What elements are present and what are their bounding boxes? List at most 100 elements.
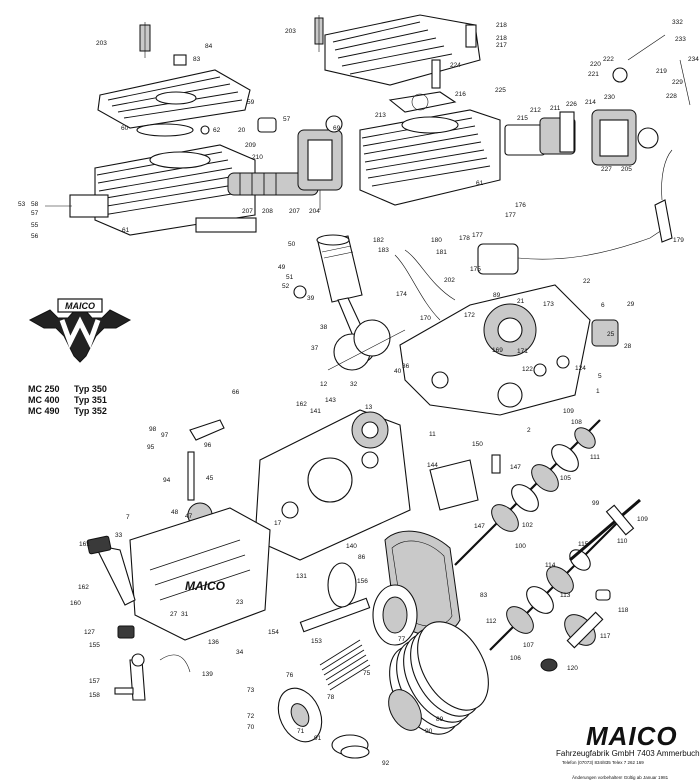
validity-footnote: Änderungen vorbehalten! Gültig ab Januar… [572, 774, 669, 780]
part-number-label: 92 [382, 760, 390, 767]
reed-valve-assembly [504, 111, 576, 156]
part-number-label: 21 [517, 298, 525, 305]
gearbox-cover-plate [429, 454, 501, 511]
part-number-label: 160 [70, 600, 81, 607]
part-number-label: 20 [238, 127, 246, 134]
part-number-label: 111 [590, 454, 600, 461]
part-number-label: 57 [31, 210, 39, 217]
part-number-label: 90 [425, 728, 433, 735]
part-number-label: 150 [472, 441, 483, 448]
part-number-label: 229 [672, 79, 683, 86]
part-number-label: 76 [286, 672, 294, 679]
spark-plug-left [139, 22, 187, 66]
part-number-label: 70 [247, 724, 255, 731]
part-number-label: 211 [550, 105, 561, 112]
gearbox-main-shaft [454, 419, 601, 566]
head-gasket-right [388, 59, 457, 113]
carburetor-left [297, 115, 343, 210]
model-type: Typ 351 [74, 395, 107, 405]
model-type: Typ 352 [74, 406, 107, 416]
clutch-spring [319, 562, 371, 691]
model-list: MC 250 Typ 350 MC 400 Typ 351 MC 490 Typ… [28, 384, 107, 416]
part-number-label: 73 [247, 687, 255, 694]
part-number-label: 217 [496, 42, 507, 49]
part-number-label: 5 [598, 373, 602, 380]
part-number-label: 205 [621, 166, 632, 173]
part-number-label: 22 [583, 278, 591, 285]
company-address: Fahrzeugfabrik GmbH 7403 Ammerbuch 2 [556, 749, 700, 758]
part-number-label: 89 [493, 292, 501, 299]
part-number-label: 11 [429, 431, 436, 438]
brand-block: MAICO Fahrzeugfabrik GmbH 7403 Ammerbuch… [556, 721, 700, 780]
part-number-label: 48 [171, 509, 179, 516]
output-shaft-pinion [540, 589, 611, 672]
part-number-label: 38 [320, 324, 328, 331]
clutch-pressure-plate [277, 687, 370, 759]
part-number-label: 109 [637, 516, 648, 523]
part-number-label: 94 [163, 477, 171, 484]
part-number-label: 83 [193, 56, 201, 63]
crankcase-left-half [254, 409, 411, 561]
svg-text:MAICO: MAICO [185, 579, 226, 593]
part-number-label: 12 [320, 381, 328, 388]
part-number-label: 182 [373, 237, 384, 244]
part-number-label: 203 [285, 28, 296, 35]
kickstart-shaft-parts [187, 419, 225, 528]
part-number-label: 100 [515, 543, 526, 550]
part-number-label: 7 [126, 514, 130, 521]
cylinder-barrel-left [45, 144, 256, 236]
brand-name: MAICO [586, 721, 678, 751]
part-number-label: 31 [181, 611, 189, 618]
part-number-label: 172 [464, 312, 475, 319]
part-number-label: 118 [618, 607, 629, 614]
part-number-label: 154 [268, 629, 279, 636]
part-number-label: 219 [656, 68, 667, 75]
part-number-label: 175 [470, 266, 481, 273]
model-name: MC 490 [28, 406, 60, 416]
part-number-label: 233 [675, 36, 686, 43]
part-number-label: 171 [517, 348, 528, 355]
part-number-label: 56 [31, 233, 39, 240]
part-number-label: 113 [560, 592, 571, 599]
part-number-label: 71 [297, 728, 305, 735]
model-type: Typ 350 [74, 384, 107, 394]
part-number-label: 124 [575, 365, 586, 372]
part-number-label: 52 [282, 283, 290, 290]
part-number-label: 224 [450, 62, 461, 69]
part-number-label: 169 [492, 347, 503, 354]
piston [293, 234, 363, 303]
kickstart-lever [86, 535, 136, 606]
part-number-label: 216 [455, 91, 466, 98]
part-number-label: 84 [205, 43, 213, 50]
part-number-label: 144 [427, 462, 438, 469]
part-number-label: 51 [286, 274, 294, 281]
gearbox-counter-shaft [489, 519, 621, 651]
part-number-label: 36 [402, 363, 410, 370]
part-number-label: 176 [515, 202, 526, 209]
part-number-label: 58 [31, 201, 39, 208]
wiring [394, 249, 456, 321]
part-number-label: 37 [311, 345, 319, 352]
model-name: MC 400 [28, 395, 60, 405]
part-number-label: 75 [363, 670, 371, 677]
part-number-label: 178 [459, 235, 470, 242]
clutch-cover: MAICO [129, 507, 271, 641]
part-number-label: 213 [375, 112, 386, 119]
part-number-label: 6 [601, 302, 605, 309]
part-number-label: 225 [495, 87, 506, 94]
cylinder-barrel-right [359, 109, 501, 206]
part-number-label: 89 [436, 716, 444, 723]
part-number-label: 174 [396, 291, 407, 298]
part-number-label: 227 [601, 166, 612, 173]
part-number-label: 202 [444, 277, 455, 284]
part-number-label: 156 [357, 578, 368, 585]
cylinder-head-right [314, 14, 481, 86]
clutch-plates [388, 621, 489, 735]
part-number-label: 69 [333, 125, 341, 132]
part-number-label: 234 [688, 56, 699, 63]
part-number-label: 208 [262, 208, 273, 215]
intake-manifold-left [195, 117, 319, 233]
part-number-label: 55 [31, 222, 39, 229]
part-number-label: 183 [378, 247, 389, 254]
